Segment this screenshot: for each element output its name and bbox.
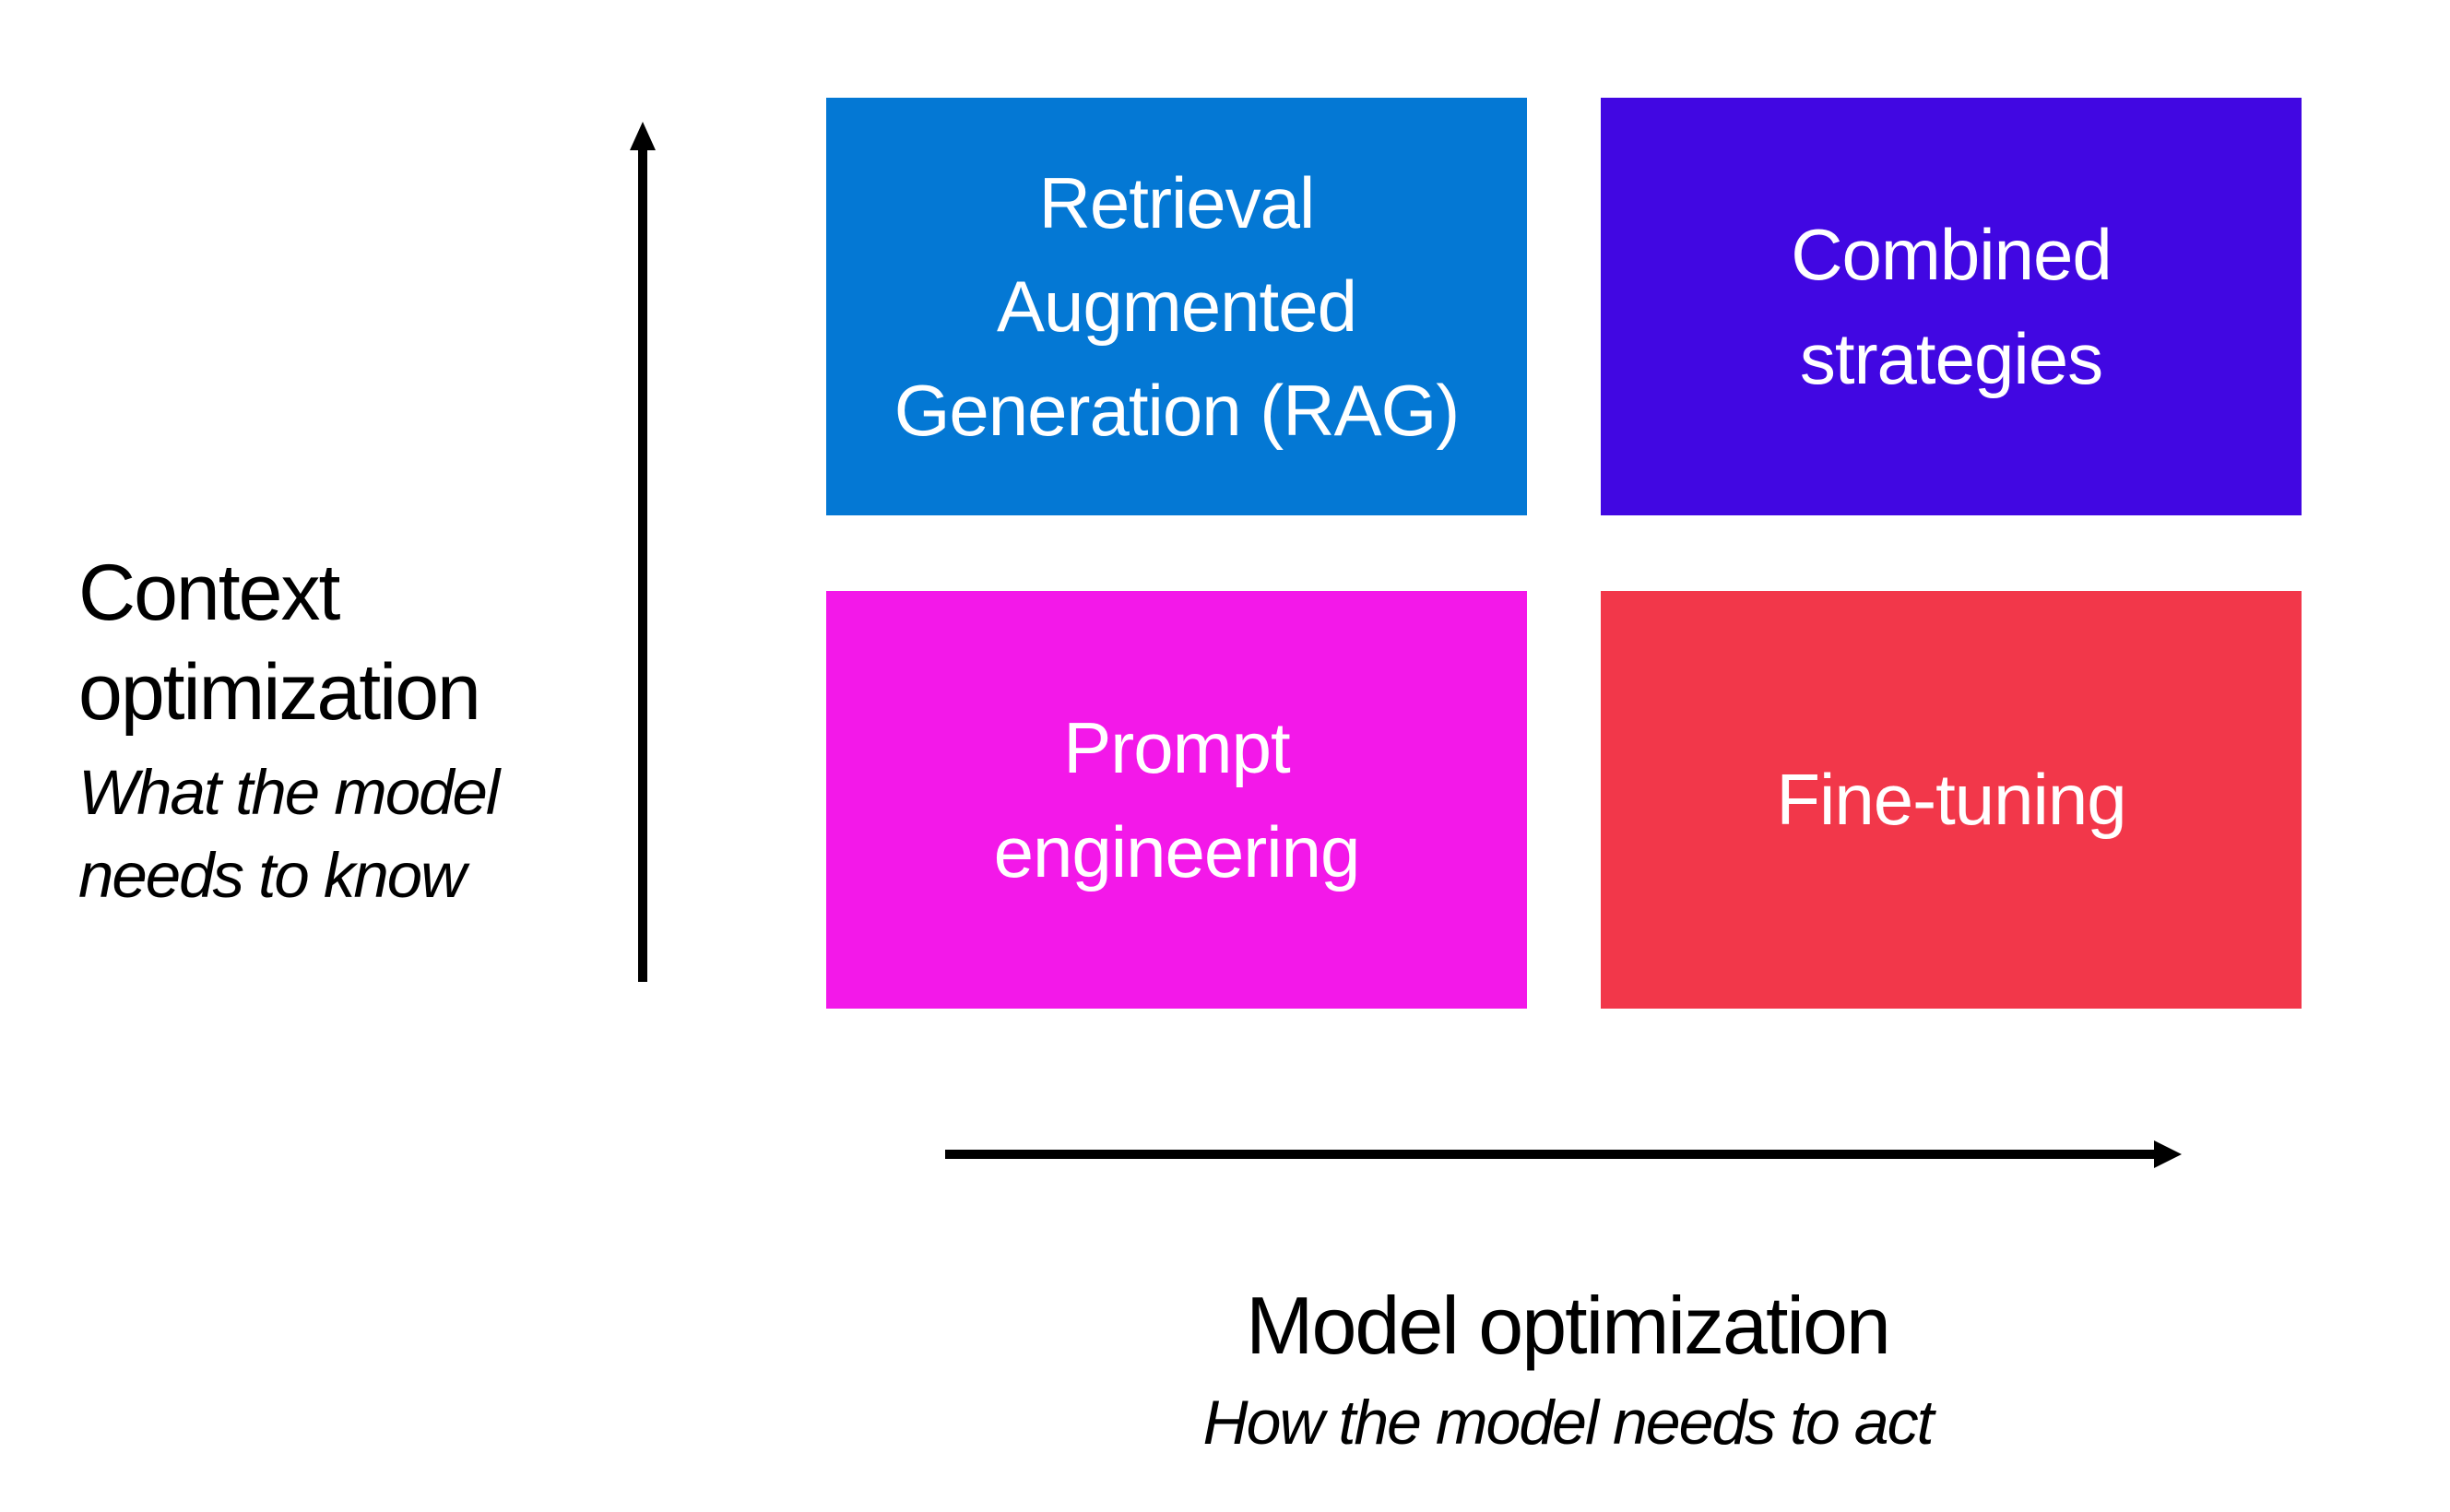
x-axis-subtitle: How the model needs to act	[1202, 1387, 1935, 1458]
x-axis-arrow-head	[2154, 1140, 2182, 1168]
y-axis-arrow-icon	[630, 122, 656, 982]
quadrant-combined-strategies-label: Combined strategies	[1791, 214, 2113, 399]
quadrant-rag-label: Retrieval Augmented Generation (RAG)	[894, 162, 1461, 451]
y-axis-arrow-head	[630, 122, 656, 150]
quadrant-combined-strategies: Combined strategies	[1601, 98, 2302, 515]
quadrant-rag: Retrieval Augmented Generation (RAG)	[826, 98, 1527, 515]
y-axis-subtitle: What the model needs to know	[78, 757, 500, 911]
quadrant-prompt-engineering-label: Prompt engineering	[993, 707, 1361, 892]
quadrant-fine-tuning-label: Fine-tuning	[1776, 759, 2126, 841]
x-axis-title: Model optimization	[1246, 1280, 1891, 1371]
quadrant-prompt-engineering: Prompt engineering	[826, 591, 1527, 1009]
x-axis-arrow-icon	[945, 1140, 2182, 1168]
y-axis-title: Context optimization	[78, 549, 481, 737]
y-axis-label: Context optimization What the model need…	[78, 544, 632, 916]
quadrant-fine-tuning: Fine-tuning	[1601, 591, 2302, 1009]
x-axis-label: Model optimization How the model needs t…	[941, 1277, 2195, 1462]
